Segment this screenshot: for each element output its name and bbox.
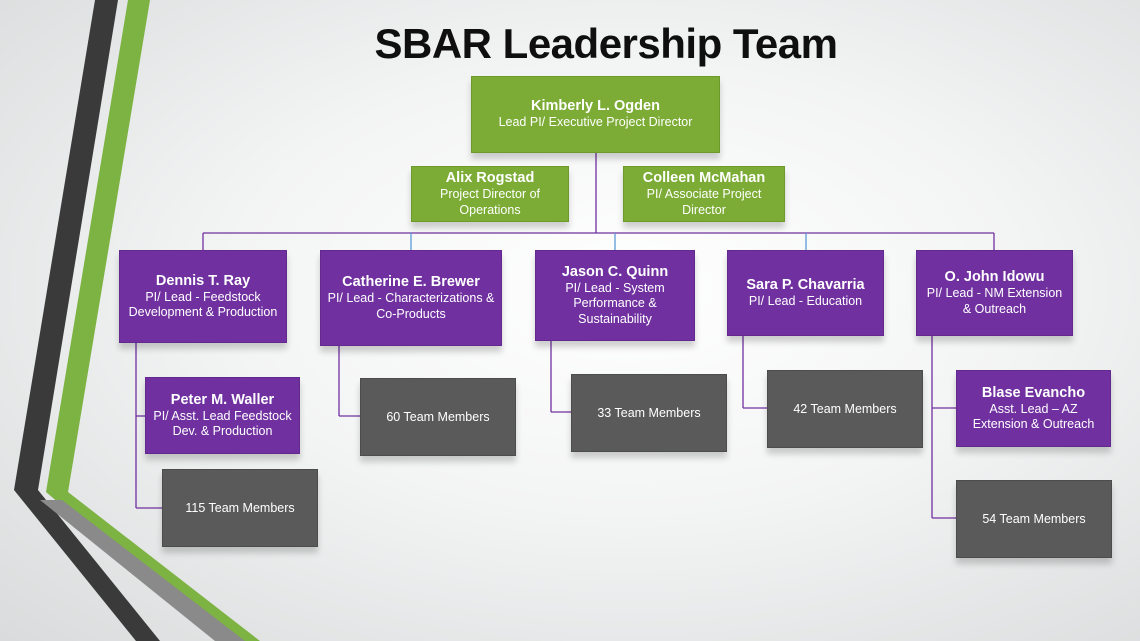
lead-name: Kimberly L. Ogden <box>531 98 660 115</box>
member-count: 33 Team Members <box>597 406 701 420</box>
director-name: Alix Rogstad <box>445 170 535 186</box>
members-box-idowu: 54 Team Members <box>956 480 1112 558</box>
members-box-brewer: 60 Team Members <box>360 378 516 456</box>
director-role: PI/ Associate Project Director <box>646 187 762 217</box>
members-box-quinn: 33 Team Members <box>571 374 727 452</box>
director-box-rogstad: Alix Rogstad Project Director of Operati… <box>411 166 569 222</box>
team-lead-role: PI/ Lead - NM Extension & Outreach <box>926 286 1063 316</box>
assistant-name: Blase Evancho <box>981 384 1086 401</box>
team-lead-name: Catherine E. Brewer <box>342 274 480 290</box>
dark-stripe <box>14 0 160 641</box>
lead-box: Kimberly L. Ogden Lead PI/ Executive Pro… <box>471 76 720 153</box>
assistant-role: Asst. Lead – AZ Extension & Outreach <box>972 401 1095 432</box>
assistant-box-waller: Peter M. Waller PI/ Asst. Lead Feedstock… <box>145 377 300 454</box>
team-lead-name: Sara P. Chavarria <box>746 276 865 293</box>
director-box-mcmahan: Colleen McMahan PI/ Associate Project Di… <box>623 166 785 222</box>
team-lead-name: Dennis T. Ray <box>155 272 251 289</box>
assistant-box-evancho: Blase Evancho Asst. Lead – AZ Extension … <box>956 370 1111 447</box>
green-stripe <box>46 0 260 641</box>
director-role: Project Director of Operations <box>439 187 541 217</box>
team-lead-role: PI/ Lead - Characterizations & Co-Produc… <box>327 291 495 321</box>
team-lead-role: PI/ Lead - Education <box>748 293 863 308</box>
page-title: SBAR Leadership Team <box>374 20 838 67</box>
members-box-ray: 115 Team Members <box>162 469 318 547</box>
member-count: 54 Team Members <box>982 512 1086 526</box>
team-box-chavarria: Sara P. Chavarria PI/ Lead - Education <box>727 250 884 336</box>
member-count: 42 Team Members <box>793 402 897 416</box>
director-name: Colleen McMahan <box>642 170 766 186</box>
team-box-quinn: Jason C. Quinn PI/ Lead - System Perform… <box>535 250 695 341</box>
members-box-chavarria: 42 Team Members <box>767 370 923 448</box>
assistant-name: Peter M. Waller <box>170 391 275 408</box>
assistant-role: PI/ Asst. Lead Feedstock Dev. & Producti… <box>153 408 292 439</box>
team-box-brewer: Catherine E. Brewer PI/ Lead - Character… <box>320 250 502 346</box>
team-box-idowu: O. John Idowu PI/ Lead - NM Extension & … <box>916 250 1073 336</box>
member-count: 115 Team Members <box>185 501 295 515</box>
gray-stripe <box>40 500 245 641</box>
team-lead-name: Jason C. Quinn <box>561 263 669 280</box>
team-box-ray: Dennis T. Ray PI/ Lead - Feedstock Devel… <box>119 250 287 343</box>
lead-role: Lead PI/ Executive Project Director <box>498 115 693 130</box>
team-lead-name: O. John Idowu <box>944 269 1045 285</box>
team-lead-role: PI/ Lead - Feedstock Development & Produ… <box>128 289 278 320</box>
team-lead-role: PI/ Lead - System Performance & Sustaina… <box>565 280 665 326</box>
member-count: 60 Team Members <box>386 410 490 424</box>
